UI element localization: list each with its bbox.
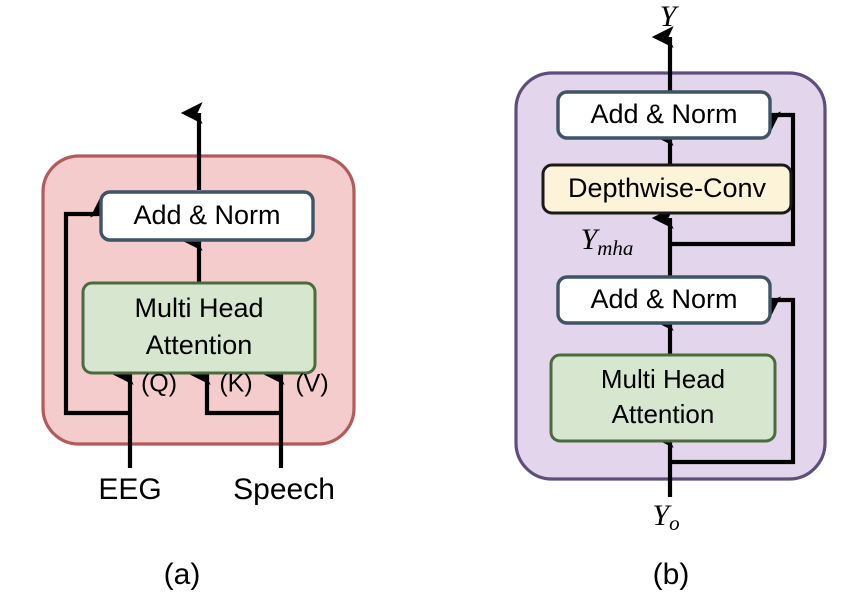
a-add-norm-label: Add & Norm <box>133 200 280 230</box>
a-input-eeg-label: EEG <box>98 473 161 506</box>
caption-a: (a) <box>164 558 201 591</box>
wire-yo-residual-to-addnorm-bottom <box>670 296 796 465</box>
a-port-q-label: (Q) <box>141 370 177 398</box>
a-multi-head-attention-label-line1: Multi Head <box>134 293 263 323</box>
a-add-norm-box[interactable] <box>99 190 315 242</box>
wire-ymha-residual-to-addnorm-top <box>670 111 796 247</box>
b-signal-input-sub: o <box>669 511 680 535</box>
b-signal-input-base: Y <box>652 499 672 532</box>
b-signal-output-label: Y <box>660 0 680 33</box>
b-multi-head-attention-label-line2: Attention <box>612 399 715 429</box>
wire-speech-to-k <box>188 363 281 416</box>
b-add-norm-top-label: Add & Norm <box>590 99 737 129</box>
caption-b: (b) <box>653 558 690 591</box>
b-signal-ymha-base: Y <box>581 223 601 256</box>
b-depthwise-conv-label: Depthwise-Conv <box>568 173 767 203</box>
a-multi-head-attention-box[interactable] <box>81 281 317 375</box>
b-signal-ymha-sub: mha <box>597 236 633 260</box>
b-depthwise-conv-box[interactable] <box>541 163 793 215</box>
a-multi-head-attention-label-line2: Attention <box>146 330 253 360</box>
a-input-speech-label: Speech <box>233 473 335 506</box>
b-signal-output-base: Y <box>660 0 680 33</box>
b-add-norm-bottom-label: Add & Norm <box>590 284 737 314</box>
b-add-norm-bottom-box[interactable] <box>556 275 772 325</box>
b-signal-ymha-label: Ymha <box>581 223 634 260</box>
b-add-norm-top-box[interactable] <box>556 90 772 140</box>
b-multi-head-attention-label-line1: Multi Head <box>601 364 725 394</box>
wire-eeg-residual-to-addnorm <box>63 195 130 416</box>
b-signal-input-label: Yo <box>652 499 679 535</box>
a-port-k-label: (K) <box>219 370 252 398</box>
a-port-v-label: (V) <box>295 370 328 398</box>
b-multi-head-attention-box[interactable] <box>549 353 777 443</box>
